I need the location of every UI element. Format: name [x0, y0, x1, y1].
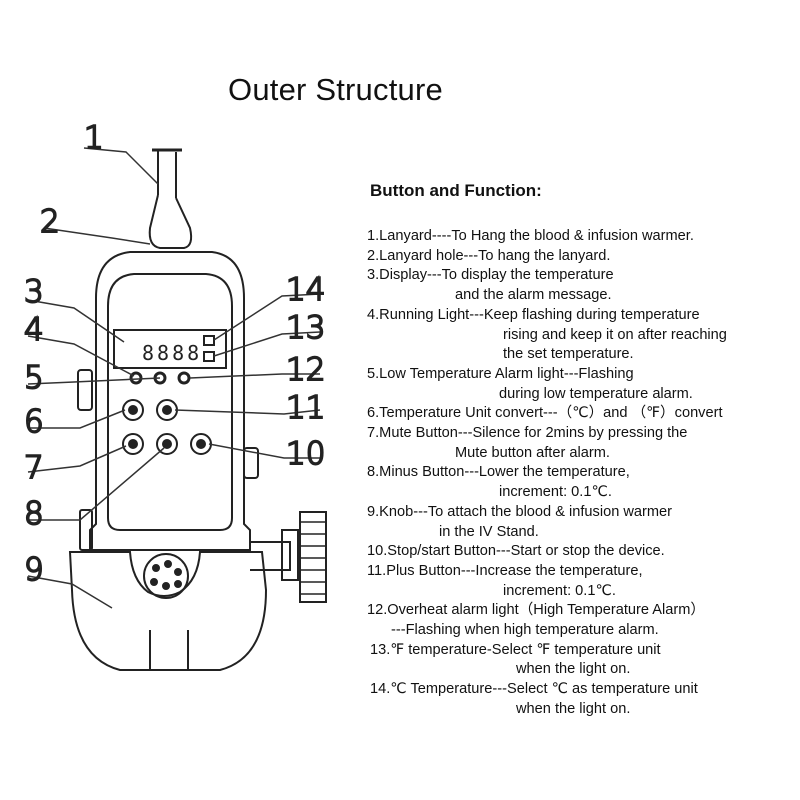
function-line: increment: 0.1℃. — [503, 582, 616, 599]
leader-lines — [27, 147, 321, 609]
minus-button-dot — [162, 439, 172, 449]
callout-2: 2 — [40, 204, 60, 240]
function-line: 6.Temperature Unit convert---（℃）and （℉）c… — [367, 405, 723, 422]
callout-10: 10 — [286, 436, 325, 472]
page-title: Outer Structure — [228, 72, 443, 107]
knob-collar — [281, 529, 299, 581]
callout-3: 3 — [24, 274, 44, 310]
function-line: 1.Lanyard----To Hang the blood & infusio… — [367, 228, 694, 244]
callout-12: 12 — [286, 352, 325, 388]
callout-1: 1 — [84, 120, 104, 156]
function-line: 7.Mute Button---Silence for 2mins by pre… — [367, 425, 688, 442]
vent-hole — [162, 582, 170, 590]
mute-button — [122, 433, 144, 455]
callout-11: 11 — [286, 390, 325, 426]
display-digits: 8888 — [142, 341, 202, 365]
function-line: 8.Minus Button---Lower the temperature, — [367, 464, 630, 481]
function-line: 12.Overheat alarm light（High Temperature… — [367, 602, 705, 619]
knob — [299, 511, 327, 603]
lanyard-strap — [157, 150, 177, 198]
overheat-alarm-light — [177, 371, 191, 385]
device-body — [89, 251, 251, 551]
vent-hole — [174, 580, 182, 588]
function-line: when the light on. — [516, 700, 631, 717]
left-side-clip — [77, 369, 93, 411]
unit-convert-button-dot — [128, 405, 138, 415]
vent-hole — [174, 568, 182, 576]
running-light — [129, 371, 143, 385]
callout-7: 7 — [24, 450, 44, 486]
callout-8: 8 — [24, 496, 44, 532]
function-line: 11.Plus Button---Increase the temperatur… — [367, 562, 643, 579]
callout-6: 6 — [24, 404, 44, 440]
function-line: ---Flashing when high temperature alarm. — [391, 622, 659, 639]
vent-hole — [164, 560, 172, 568]
function-line: 4.Running Light---Keep flashing during t… — [367, 306, 700, 323]
function-line: 9.Knob---To attach the blood & infusion … — [367, 503, 673, 520]
minus-button — [156, 433, 178, 455]
fahrenheit-light — [203, 351, 215, 362]
function-line: rising and keep it on after reaching — [503, 326, 727, 343]
function-list: 1.Lanyard----To Hang the blood & infusio… — [367, 227, 797, 720]
callout-13: 13 — [286, 310, 325, 346]
vent-hole — [152, 564, 160, 572]
clamp-channel — [149, 630, 189, 670]
device-diagram: 8888 — [0, 110, 360, 690]
celsius-light — [203, 335, 215, 346]
left-lower-clip — [79, 509, 93, 551]
function-line: 10.Stop/start Button---Start or stop the… — [367, 543, 665, 560]
function-line: during low temperature alarm. — [499, 385, 693, 402]
device-drawing: 8888 — [23, 119, 327, 671]
function-line: 2.Lanyard hole---To hang the lanyard. — [367, 247, 611, 264]
function-line: 13.℉ temperature-Select ℉ temperature un… — [370, 641, 661, 658]
plus-button-dot — [162, 405, 172, 415]
mute-button-dot — [128, 439, 138, 449]
function-line: when the light on. — [516, 661, 631, 678]
callout-14: 14 — [286, 272, 325, 308]
function-heading: Button and Function: — [370, 181, 542, 200]
function-line: and the alarm message. — [455, 287, 612, 304]
callout-5: 5 — [24, 360, 44, 396]
vent-grille — [143, 553, 189, 599]
function-line: the set temperature. — [503, 346, 634, 363]
function-line: increment: 0.1℃. — [499, 484, 612, 501]
right-side-clip — [243, 447, 259, 479]
vent-hole — [150, 578, 158, 586]
function-line: in the IV Stand. — [439, 523, 539, 540]
function-line: 5.Low Temperature Alarm light---Flashing — [367, 365, 634, 382]
lanyard-loop — [148, 194, 193, 249]
callout-4: 4 — [24, 312, 44, 348]
callout-9: 9 — [24, 552, 44, 588]
device-panel — [107, 273, 233, 531]
stop-start-button-dot — [196, 439, 206, 449]
lower-housing — [68, 551, 268, 671]
knob-shaft — [250, 541, 291, 571]
function-line: Mute button after alarm. — [455, 444, 610, 461]
function-line: 14.℃ Temperature---Select ℃ as temperatu… — [370, 681, 698, 698]
knob-grip — [300, 521, 326, 595]
display-screen — [113, 329, 227, 369]
function-line: 3.Display---To display the temperature — [367, 267, 614, 284]
